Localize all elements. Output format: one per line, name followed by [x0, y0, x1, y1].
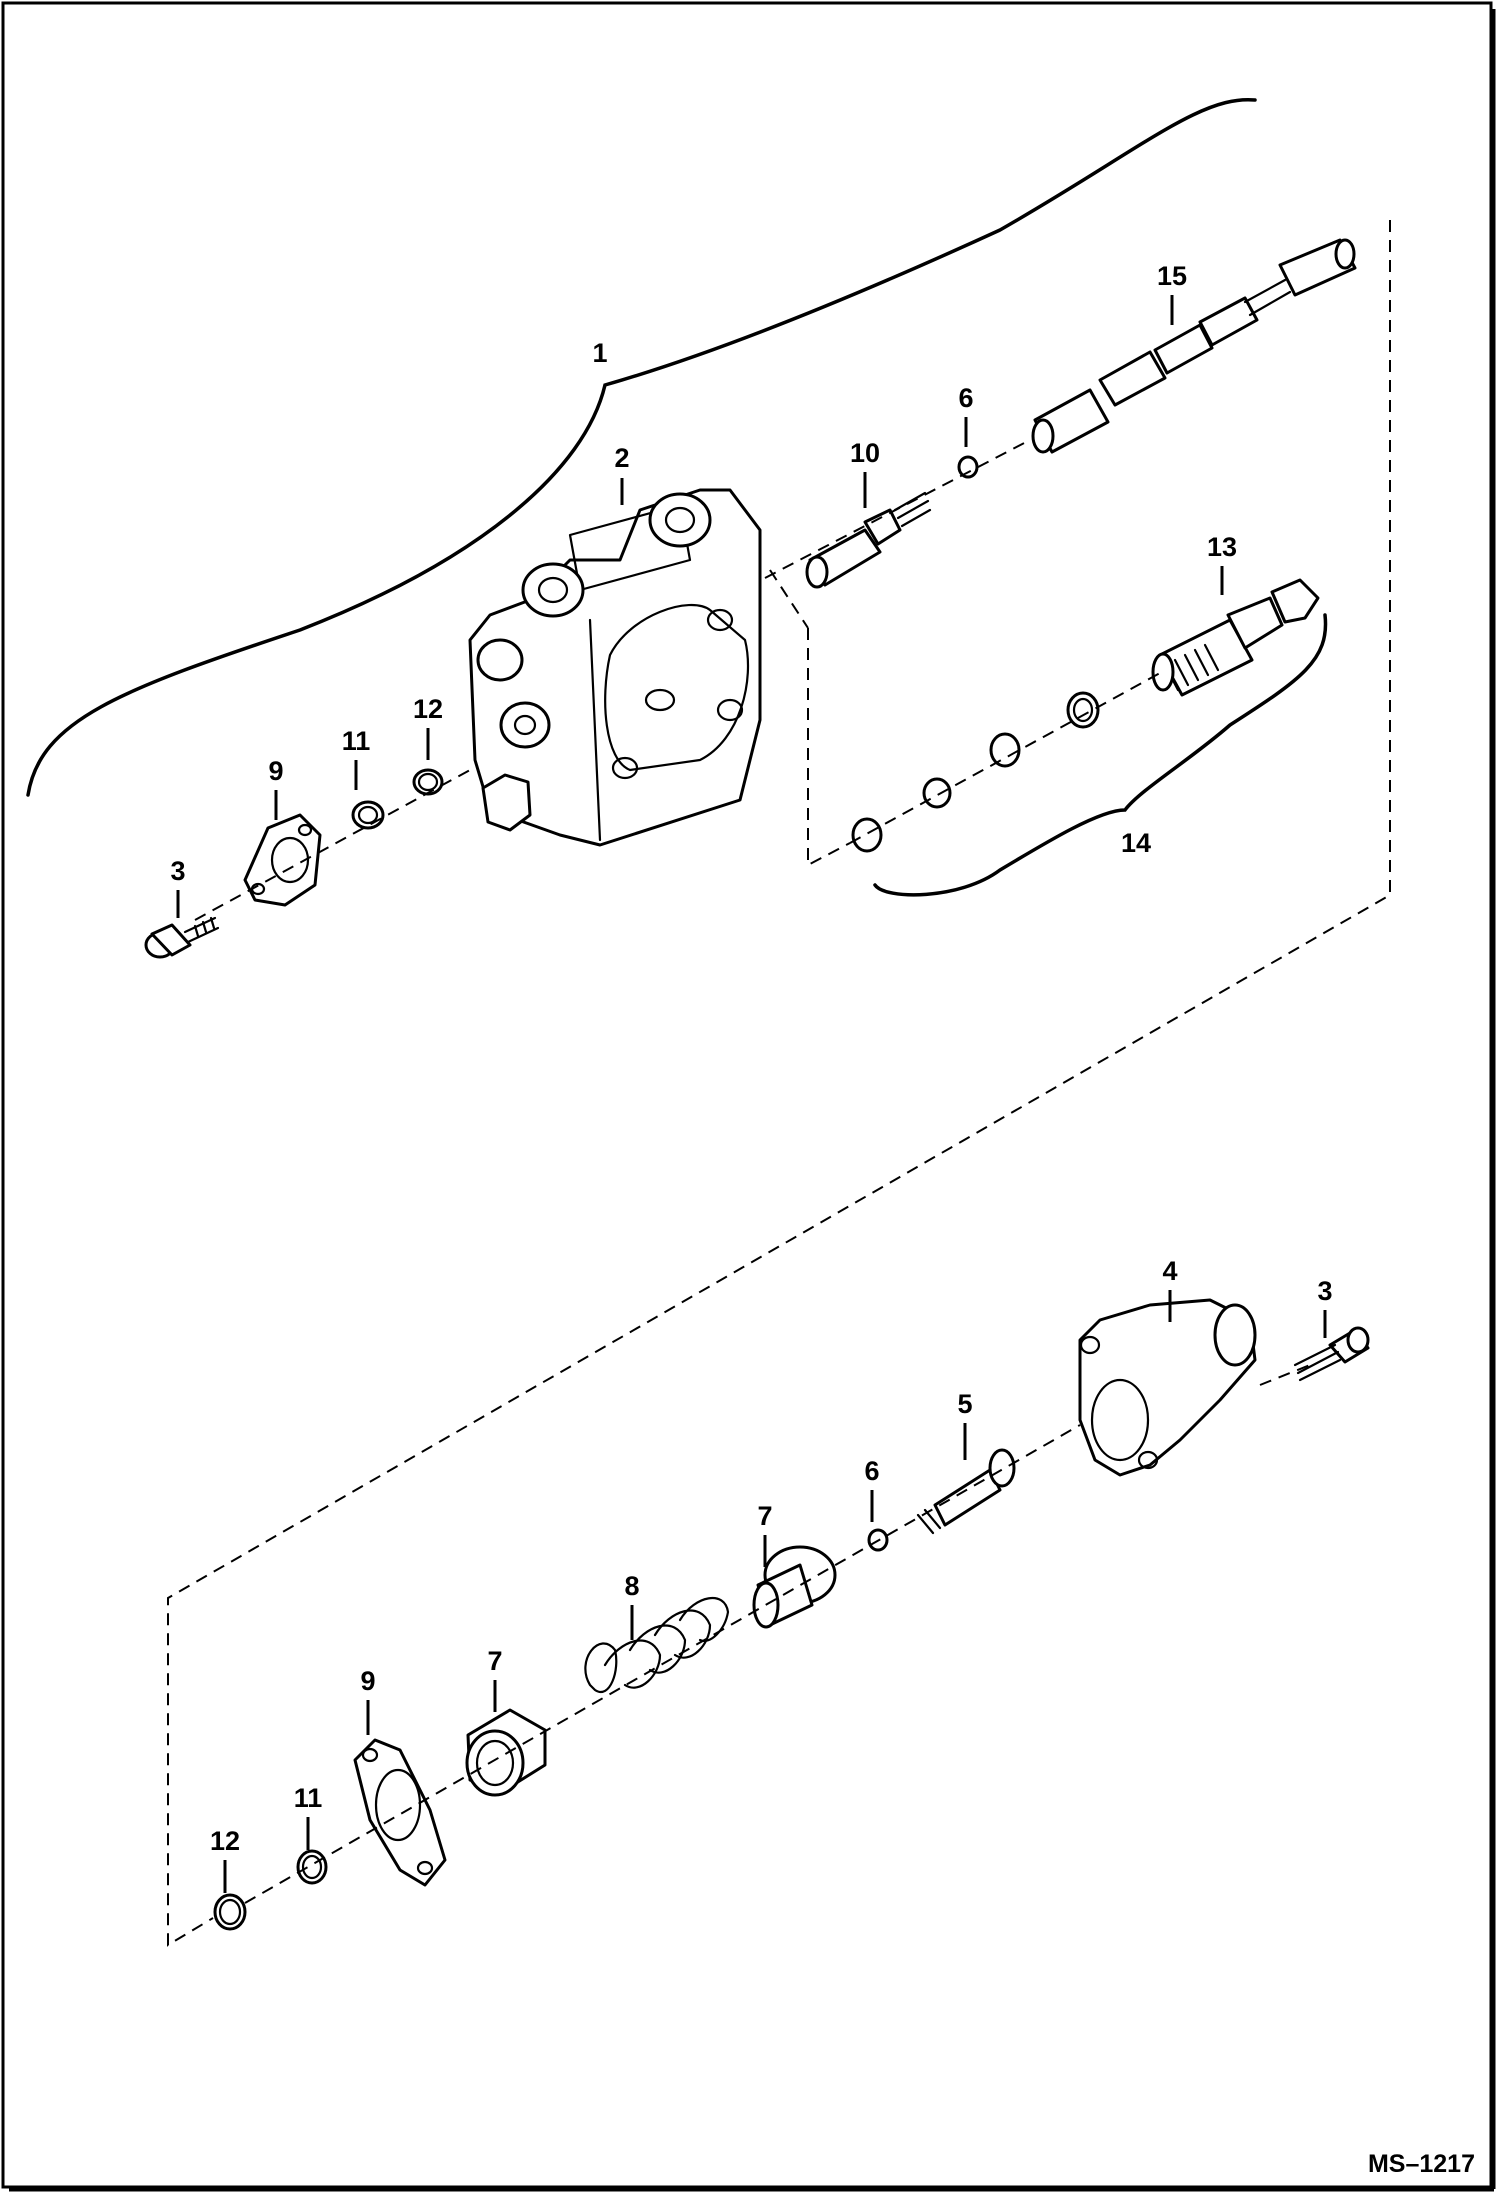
flange-gasket-9-top: [243, 813, 322, 907]
callout-15: 15: [1157, 261, 1187, 291]
section-dashed-boundary: [167, 220, 1391, 1947]
dashed-link: [769, 569, 809, 629]
o-ring-12-bottom-inner: [218, 1898, 242, 1926]
stem-5: [916, 1448, 1016, 1535]
seal-14d: [851, 817, 883, 853]
callout-12-top: 12: [413, 694, 443, 724]
document-id: MS–1217: [1368, 2150, 1475, 2178]
axis-lower-right: [1259, 1364, 1311, 1386]
cap-screw-3-top: [144, 916, 220, 959]
relief-valve-13: [1151, 578, 1320, 697]
cap-screw-3-bottom: [1293, 1326, 1370, 1382]
spring-8: [584, 1597, 730, 1694]
flange-gasket-9-bottom: [353, 1738, 447, 1887]
o-ring-11-bottom-inner: [301, 1854, 323, 1880]
callout-8: 8: [624, 1571, 639, 1601]
axis-upper-spool: [764, 439, 1031, 579]
valve-body-2: [468, 488, 762, 847]
o-ring-6-top: [957, 455, 979, 479]
callout-5: 5: [957, 1389, 972, 1419]
callout-14: 14: [1121, 828, 1151, 858]
callout-4: 4: [1162, 1256, 1177, 1286]
callout-1: 1: [592, 338, 607, 368]
seal-14c: [922, 777, 952, 809]
spring-seat-7-lower: [465, 1708, 547, 1797]
o-ring-12-top-inner: [417, 772, 439, 792]
callout-3-top: 3: [170, 856, 185, 886]
callout-13: 13: [1207, 532, 1237, 562]
callout-10: 10: [850, 438, 880, 468]
callout-6-top: 6: [958, 383, 973, 413]
axis-left-top: [194, 769, 471, 921]
callout-9-top: 9: [268, 756, 283, 786]
end-cap-4: [1078, 1298, 1257, 1477]
callout-6-bottom: 6: [864, 1456, 879, 1486]
axis-lower: [244, 1424, 1081, 1904]
spring-seat-7-upper: [752, 1545, 837, 1629]
callout-9-bottom: 9: [360, 1666, 375, 1696]
spool-10: [805, 491, 932, 589]
callout-3-bottom: 3: [1317, 1276, 1332, 1306]
relief-dashed-boundary: [807, 628, 851, 867]
callout-12-bottom: 12: [210, 1826, 240, 1856]
callout-7-upper: 7: [757, 1501, 772, 1531]
o-ring-11-top-inner: [357, 805, 379, 825]
spool-assembly-15: [1031, 238, 1357, 454]
seal-14a: [1066, 691, 1100, 729]
callout-11-bottom: 11: [294, 1783, 323, 1813]
callout-2: 2: [614, 443, 629, 473]
assembly-brace-1: [26, 97, 1257, 797]
seal-14a-inner: [1072, 697, 1094, 723]
callout-11-top: 11: [342, 726, 371, 756]
brace-14: [873, 613, 1328, 897]
callout-7-lower: 7: [487, 1646, 502, 1676]
seal-14b: [989, 732, 1021, 768]
leader-lines: [176, 295, 1327, 1893]
